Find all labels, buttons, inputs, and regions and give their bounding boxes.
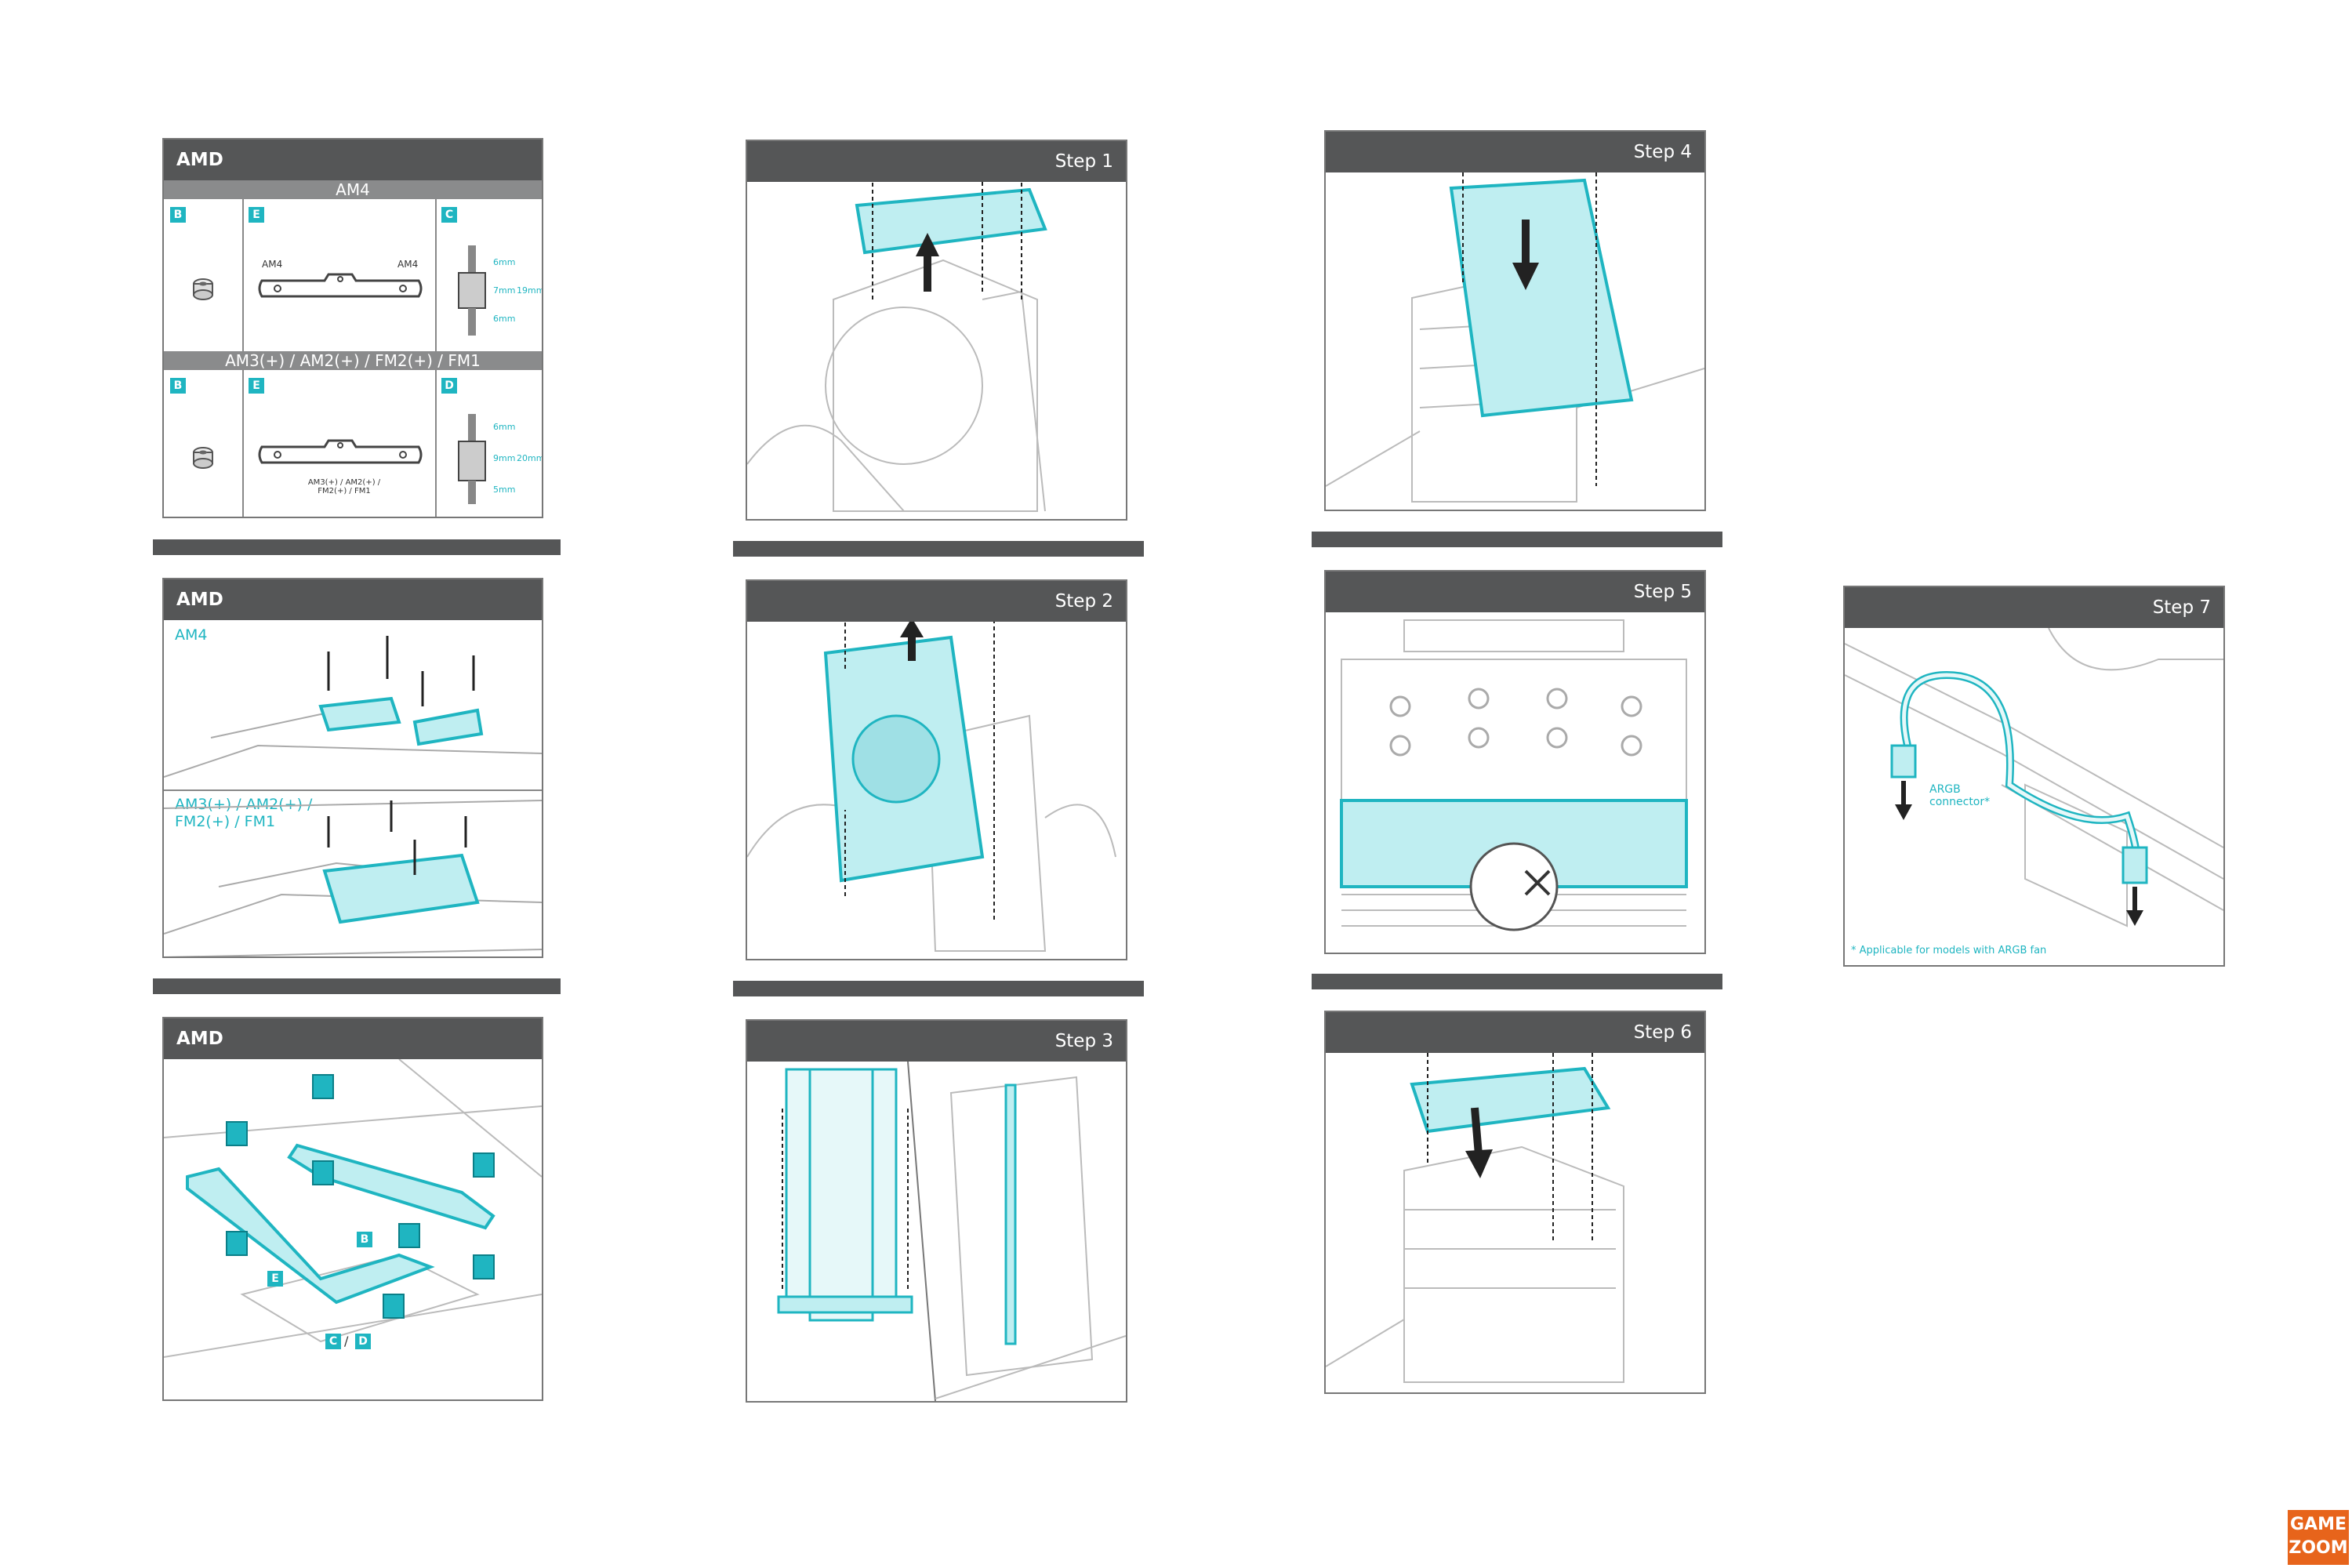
legacy-label: AM3(+) / AM2(+) / FM2(+) / FM1 [175,796,313,830]
am4-right-label: AM4 [397,259,419,270]
step-title: Step 4 [1326,132,1704,172]
nut-icon [193,447,213,469]
argb-connector-label: ARGB connector* [1929,783,1991,808]
standoff-d-icon [458,414,486,504]
c-dim-2: 7mm [493,285,516,296]
section-legacy-header: AM3(+) / AM2(+) / FM2(+) / FM1 [164,351,542,370]
step-2-illustration [747,622,1116,952]
part-tag-b: B [357,1232,372,1247]
legacy-bracket-label: AM3(+) / AM2(+) / FM2(+) / FM1 [307,478,381,495]
c-dim-1: 6mm [493,257,516,267]
step-6-illustration [1326,1053,1624,1383]
d-dim-1: 6mm [493,422,516,432]
part-tag-e: E [249,378,264,394]
separator-bar [153,978,561,994]
part-tag-b: B [170,378,186,394]
panel-title: AMD [164,579,542,620]
step-title: Step 7 [1845,587,2223,628]
divider [164,789,542,791]
amd-parts-panel: AMD AM4 AM3(+) / AM2(+) / FM2(+) / FM1 B… [162,138,543,518]
step-title: Step 6 [1326,1012,1704,1053]
step-5-illustration [1340,619,1688,931]
d-dim-3: 5mm [493,485,516,495]
separator-bar [733,981,1144,996]
panel-title: AMD [164,140,542,180]
part-tag-e: E [249,207,264,223]
step-1-panel: Step 1 [746,140,1127,521]
d-dim-2: 9mm [493,453,516,463]
step-6-panel: Step 6 [1324,1011,1706,1394]
logo-line-2: ZOOM [2288,1538,2348,1558]
part-tag-d: D [441,378,457,394]
bracket-install-illustration [164,1059,542,1358]
step-title: Step 2 [747,581,1126,622]
divider [435,370,437,517]
d-total: 20mm [517,453,543,463]
step-3-illustration [777,1062,1126,1401]
part-tag-c: C [441,207,457,223]
section-am4-header: AM4 [164,180,542,199]
nut-icon [193,278,213,300]
separator-bar [153,539,561,555]
step-7-illustration [1845,628,2223,927]
step-7-panel: Step 7 ARGB connector* * Applicable for … [1843,586,2225,967]
step-title: Step 3 [747,1021,1126,1062]
amd-install-panel: AMD B E C / D [162,1017,543,1401]
legacy-bracket-icon [258,439,423,464]
step-title: Step 1 [747,141,1126,182]
divider [242,199,244,351]
divider [242,370,244,517]
panel-title: AMD [164,1018,542,1059]
c-dim-3: 6mm [493,314,516,324]
step-1-illustration [747,182,1047,512]
standoff-c-icon [458,245,486,336]
part-tag-b: B [170,207,186,223]
step-2-panel: Step 2 [746,579,1127,960]
c-total: 19mm [517,285,543,296]
am4-left-label: AM4 [262,259,283,270]
gamezoom-logo: GAME ZOOM [2288,1510,2349,1565]
amd-remove-panel: AMD AM4 AM3(+) / AM2(+) / FM2(+) / FM1 [162,578,543,958]
logo-line-1: GAME [2289,1515,2347,1534]
tag-separator: / [344,1334,349,1348]
step-4-panel: Step 4 [1324,130,1706,511]
separator-bar [1312,532,1722,547]
separator-bar [733,541,1144,557]
step-title: Step 5 [1326,572,1704,612]
separator-bar [1312,974,1722,989]
step-5-panel: Step 5 [1324,570,1706,954]
motherboard-illustration [164,636,542,956]
part-tag-e: E [267,1271,283,1287]
am4-label: AM4 [175,626,208,644]
argb-footnote: * Applicable for models with ARGB fan [1851,945,2047,956]
step-4-illustration [1326,172,1704,503]
step-3-panel: Step 3 [746,1019,1127,1403]
divider [435,199,437,351]
part-tag-c: C [325,1334,341,1349]
am4-bracket-icon [258,273,423,298]
part-tag-d: D [355,1334,371,1349]
